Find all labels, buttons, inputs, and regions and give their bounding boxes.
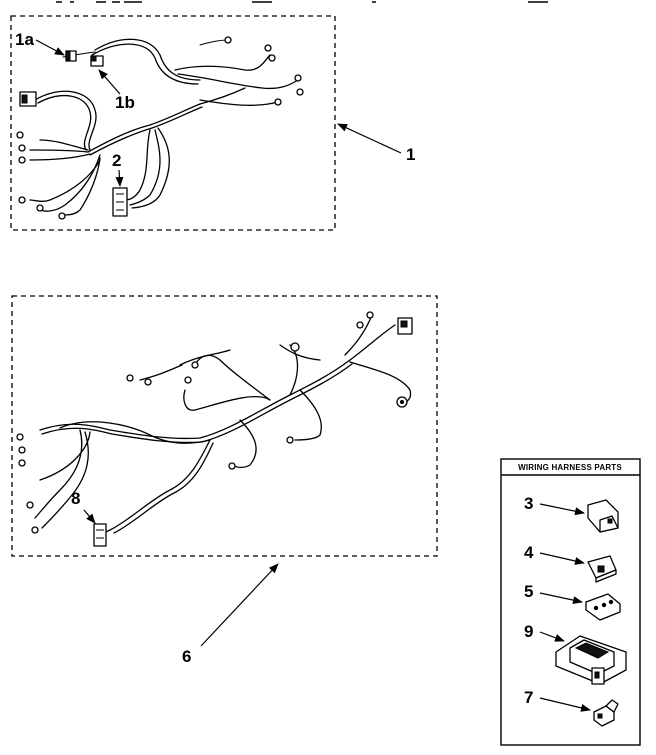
callout-8: 8 [71, 489, 80, 508]
callout-1b: 1b [115, 93, 135, 112]
assembly-1-dashed-boundary [10, 15, 336, 231]
parts-panel-frame [500, 458, 641, 746]
harness-1-connectors [16, 36, 304, 220]
harness-1-wires [29, 38, 299, 216]
callout-1: 1 [406, 145, 415, 164]
callout-2: 2 [112, 151, 121, 170]
harness-assembly-1: 1a 1b 2 1 [10, 15, 415, 231]
assembly-6-dashed-boundary [11, 295, 438, 557]
callout-6: 6 [182, 647, 191, 666]
part-7-connector [593, 699, 619, 727]
callout-4: 4 [524, 543, 534, 562]
part-3-connector [587, 499, 619, 533]
callout-3: 3 [524, 494, 533, 513]
callout-1a: 1a [15, 30, 34, 49]
harness-6-wires [34, 314, 412, 538]
part-4-connector [587, 555, 617, 583]
part-9-connector [555, 635, 627, 685]
wiring-harness-parts-panel: WIRING HARNESS PARTS 3 4 5 9 [500, 458, 641, 746]
callout-9: 9 [524, 622, 533, 641]
harness-assembly-6: 8 6 [11, 295, 438, 666]
callout-7: 7 [524, 688, 533, 707]
harness-6-connectors [16, 311, 413, 547]
parts-panel-title: WIRING HARNESS PARTS [518, 463, 622, 472]
part-5-connector [585, 593, 621, 621]
callout-5: 5 [524, 582, 533, 601]
